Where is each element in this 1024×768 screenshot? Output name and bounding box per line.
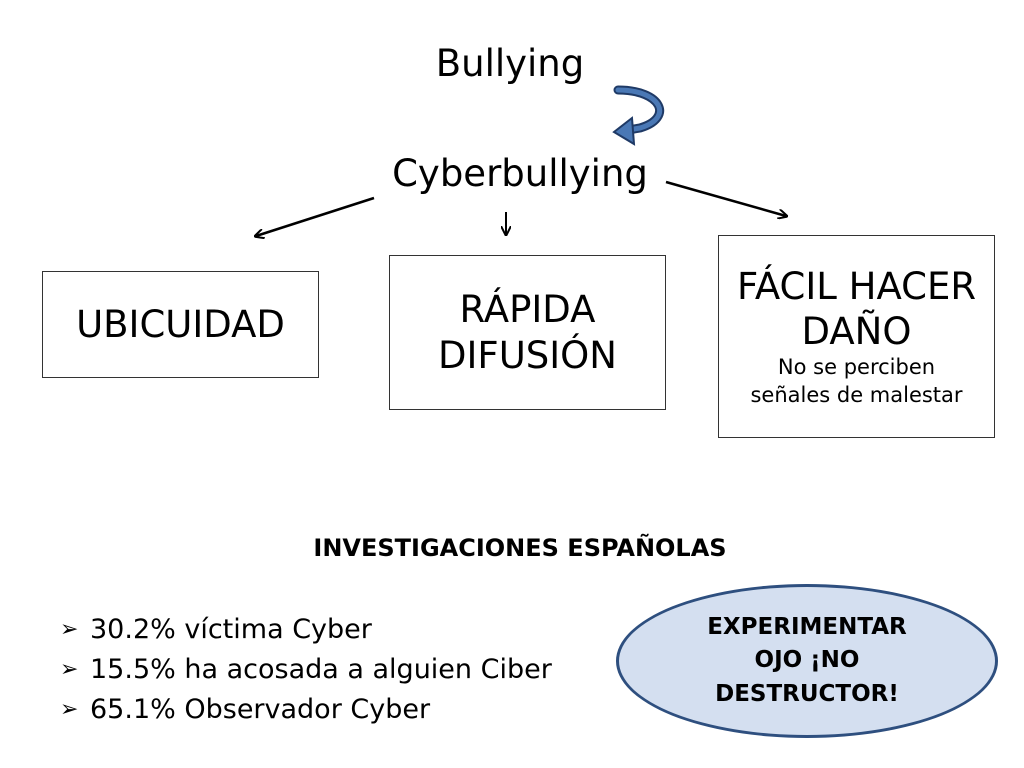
ubicuidad-box: UBICUIDAD <box>42 271 319 378</box>
stat-text: 65.1% Observador Cyber <box>90 694 431 725</box>
callout-line-1: EXPERIMENTAR <box>707 613 907 640</box>
facil-note-line-2: señales de malestar <box>750 382 963 407</box>
arrow-left <box>256 196 375 236</box>
arrow-bullet-icon: ➢ <box>60 657 79 682</box>
stats-list: ➢ 30.2% víctima Cyber ➢ 15.5% ha acosada… <box>60 610 552 730</box>
facil-hacer-dano-box: FÁCIL HACER DAÑO No se perciben señales … <box>718 235 995 438</box>
facil-note-line-1: No se perciben <box>777 355 936 380</box>
rapida-line-1: RÁPIDA <box>459 288 596 332</box>
arrow-bullet-icon: ➢ <box>60 617 79 642</box>
arrow-right <box>665 180 786 216</box>
stat-text: 30.2% víctima Cyber <box>90 614 372 645</box>
facil-line-1: FÁCIL HACER <box>736 265 977 309</box>
rapida-difusion-box: RÁPIDA DIFUSIÓN <box>389 255 666 410</box>
list-item: ➢ 65.1% Observador Cyber <box>60 690 552 730</box>
list-item: ➢ 15.5% ha acosada a alguien Ciber <box>60 650 552 690</box>
bullying-title: Bullying <box>435 42 585 85</box>
arrow-bullet-icon: ➢ <box>60 697 79 722</box>
stat-text: 15.5% ha acosada a alguien Ciber <box>90 654 552 685</box>
rapida-line-2: DIFUSIÓN <box>438 333 617 377</box>
section-heading: INVESTIGACIONES ESPAÑOLAS <box>313 534 727 562</box>
callout-line-2: OJO ¡NO <box>754 647 860 674</box>
callout-oval: EXPERIMENTAR OJO ¡NO DESTRUCTOR! <box>616 584 998 738</box>
callout-text: EXPERIMENTAR OJO ¡NO DESTRUCTOR! <box>692 611 922 711</box>
cyberbullying-title: Cyberbullying <box>392 152 648 195</box>
facil-line-2: DAÑO <box>801 310 912 354</box>
list-item: ➢ 30.2% víctima Cyber <box>60 610 552 650</box>
ubicuidad-label: UBICUIDAD <box>76 302 285 346</box>
callout-line-3: DESTRUCTOR! <box>715 680 899 707</box>
curved-arrow-icon <box>612 85 665 146</box>
